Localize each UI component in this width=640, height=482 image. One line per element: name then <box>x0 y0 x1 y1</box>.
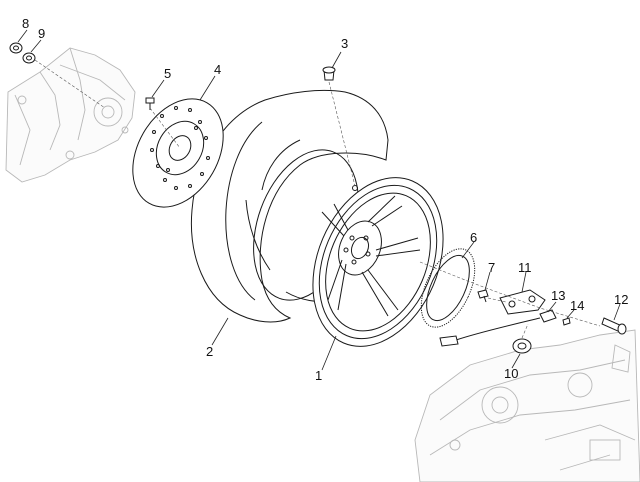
callout-7: 7 <box>488 260 495 275</box>
nut <box>9 42 23 54</box>
axle-pin <box>601 317 627 335</box>
assembly-lines <box>34 59 601 339</box>
rim-spokes <box>321 195 421 317</box>
callout-labels: 1 2 3 4 5 6 7 8 9 10 11 12 13 14 <box>22 16 628 383</box>
leader-lines <box>17 29 621 371</box>
callout-11: 11 <box>518 260 532 275</box>
callout-4: 4 <box>214 62 221 77</box>
callout-12: 12 <box>614 292 628 307</box>
abs-speed-sensor <box>439 309 557 347</box>
callout-3: 3 <box>341 36 348 51</box>
brake-disc <box>132 98 224 208</box>
callout-1: 1 <box>315 368 322 383</box>
callout-6: 6 <box>470 230 477 245</box>
callout-2: 2 <box>206 344 213 359</box>
tyre-valve <box>322 66 336 81</box>
callout-8: 8 <box>22 16 29 31</box>
callout-14: 14 <box>570 298 584 313</box>
callout-9: 9 <box>38 26 45 41</box>
sensor-fixing-screw <box>562 317 571 326</box>
grommet <box>512 338 532 354</box>
ghost-swingarm-frame <box>5 47 136 183</box>
sensor-bracket <box>499 289 546 315</box>
disc-holes <box>150 106 210 190</box>
callout-13: 13 <box>551 288 565 303</box>
callout-5: 5 <box>164 66 171 81</box>
ghost-engine-casing <box>414 329 640 482</box>
washer <box>22 52 36 64</box>
sensor-screw <box>477 289 489 303</box>
wheel-rim <box>312 177 444 347</box>
disc-screw <box>145 97 155 110</box>
callout-10: 10 <box>504 366 518 381</box>
